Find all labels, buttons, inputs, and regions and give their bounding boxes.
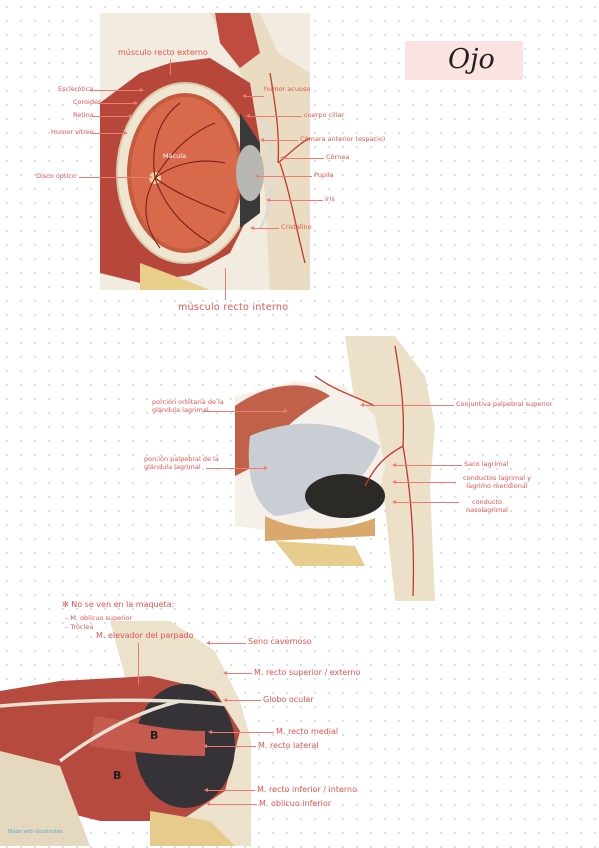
line-coroides — [98, 101, 138, 105]
label-conjuntiva: Conjuntiva palpebral superior — [456, 400, 553, 408]
label-iris: Iris — [325, 195, 335, 203]
label-oblicuo-inferior: M. oblicuo inferior — [259, 799, 332, 808]
asterisk-icon: ✻ — [62, 600, 72, 609]
line-saco-lagrimal — [392, 463, 462, 467]
line-oblicuo-inferior — [206, 802, 257, 806]
label-elevador: M. elevador del parpado — [96, 631, 194, 640]
label-recto-externo: músculo recto externo — [118, 48, 208, 57]
line-recto-inferior — [204, 788, 255, 792]
svg-text:B: B — [113, 769, 121, 782]
label-humor-vitreo: Humor vítreo — [51, 128, 94, 136]
line-humor-acuoso — [242, 94, 264, 98]
label-coroides: Coroides — [73, 98, 102, 106]
label-pupila: Pupila — [314, 171, 334, 179]
label-globo: Globo ocular — [263, 695, 314, 704]
label-cuerpo-ciliar: cuerpo ciliar — [304, 111, 345, 119]
label-recto-medial: M. recto medial — [276, 727, 339, 736]
label-retina: Retina — [73, 111, 94, 119]
line-conductos — [392, 480, 456, 484]
line-pupila — [254, 174, 312, 178]
line-cristalino — [250, 226, 279, 230]
lacrimal-photo — [235, 336, 440, 601]
note-item-1: – M. oblicuo superior — [65, 614, 133, 622]
label-humor-acuoso: humor acuoso — [264, 85, 311, 93]
label-cornea: Córnea — [326, 153, 350, 161]
line-elevador — [138, 643, 139, 685]
label-conductos: conductos lagrimal y lagrimo meridional — [463, 474, 531, 491]
footer-watermark: Made with Goodnotes — [8, 829, 63, 835]
line-recto-externo — [170, 59, 171, 75]
label-cristalino: Cristalino — [281, 223, 312, 231]
line-porcion-palpebral — [206, 466, 268, 470]
label-porcion-palpebral: porción palpebral de la glándula lagrima… — [144, 455, 219, 472]
label-camara-anterior: Cámara anterior (espacio) — [300, 135, 386, 143]
label-porcion-orbitaria: porción orbitaria de la glándula lagrima… — [152, 398, 224, 415]
note-item-2: – Tróclea — [65, 623, 94, 631]
page-title: Ojo — [448, 44, 495, 75]
line-seno — [206, 641, 246, 645]
line-iris — [266, 198, 323, 202]
line-recto-medial — [208, 730, 274, 734]
line-camara-anterior — [260, 138, 298, 142]
line-conducto-naso — [392, 500, 459, 504]
label-saco-lagrimal: Saco lagrimal — [464, 460, 509, 468]
line-porcion-orbitaria — [204, 409, 288, 413]
line-recto-superior — [223, 671, 252, 675]
label-seno: Seno cavernoso — [248, 637, 312, 646]
note-title: ✻ No se ven en la maqueta: — [62, 600, 175, 609]
label-macula: Mácula — [163, 152, 187, 160]
line-recto-lateral — [203, 744, 256, 748]
label-esclerotica: Esclerótica — [58, 85, 94, 93]
line-recto-interno — [225, 268, 226, 300]
line-retina — [93, 114, 133, 118]
eye-section-illustration — [100, 13, 310, 290]
label-disco-optico: Disco óptico — [36, 172, 76, 180]
label-recto-superior: M. recto superior / externo — [254, 668, 361, 677]
lacrimal-illustration — [235, 336, 435, 601]
title-box — [405, 41, 523, 80]
line-conjuntiva — [360, 403, 454, 407]
label-recto-interno: músculo recto interno — [178, 302, 289, 313]
line-cornea — [280, 156, 324, 160]
line-globo — [223, 698, 261, 702]
line-disco-optico — [79, 175, 153, 179]
line-esclerotica — [90, 88, 144, 92]
svg-text:B: B — [150, 729, 158, 742]
line-humor-vitreo — [92, 131, 128, 135]
muscles-illustration: B B — [0, 621, 251, 846]
line-cuerpo-ciliar — [246, 114, 302, 118]
muscles-photo: B B — [0, 621, 251, 846]
label-recto-inferior: M. recto inferior / interno — [257, 785, 357, 794]
eye-section-photo — [100, 13, 310, 290]
label-conducto-naso: conducto nasolagrimal — [466, 498, 508, 515]
label-recto-lateral: M. recto lateral — [258, 741, 319, 750]
